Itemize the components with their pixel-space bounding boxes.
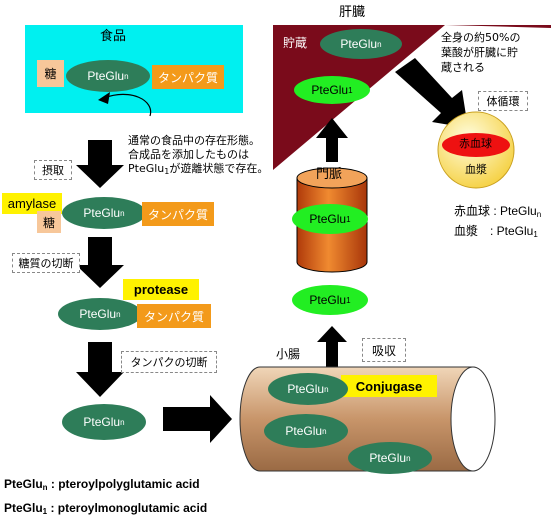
down-arrows bbox=[76, 140, 124, 397]
step1-sugar: 糖 bbox=[37, 211, 61, 233]
step-protein-cleavage-label: タンパクの切断 bbox=[121, 351, 217, 373]
portal-title: 門脈 bbox=[316, 167, 343, 182]
diagonal-arrow bbox=[395, 58, 468, 128]
right-arrow bbox=[163, 395, 232, 443]
food-sugar: 糖 bbox=[37, 60, 64, 87]
amylase-label: amylase bbox=[2, 193, 62, 214]
liver-title: 肝臓 bbox=[339, 5, 366, 20]
food-note: 通常の食品中の存在形態。 合成品を添加したものは PteGlu1が遊離状態で存在… bbox=[128, 134, 269, 176]
food-protein: タンパク質 bbox=[152, 65, 224, 89]
rbc-label: 赤血球 bbox=[459, 137, 492, 150]
liver-note: 全身の約50%の 葉酸が肝臓に貯 蔵される bbox=[441, 31, 521, 74]
legend-item: PteGlun : pteroylpolyglutamic acid bbox=[4, 477, 200, 492]
step-sugar-cleavage-label: 糖質の切断 bbox=[12, 253, 80, 273]
plasma-label: 血漿 bbox=[465, 163, 487, 176]
liver-storage-label: 貯蔵 bbox=[283, 36, 308, 50]
absorption-label: 吸収 bbox=[362, 338, 406, 362]
step2-protein: タンパク質 bbox=[137, 304, 211, 328]
intestine-title: 小腸 bbox=[276, 347, 301, 361]
blood-forms: 赤血球 : PteGlun 血漿 : PteGlu1 bbox=[454, 204, 542, 239]
circulation-label: 体循環 bbox=[478, 91, 528, 111]
step1-protein: タンパク質 bbox=[142, 202, 214, 226]
legend: PteGlun : pteroylpolyglutamic acid PteGl… bbox=[4, 474, 207, 522]
legend-item: PteGlu1 : pteroylmonoglutamic acid bbox=[4, 501, 208, 516]
conjugase-label: Conjugase bbox=[341, 375, 437, 397]
curved-pointer bbox=[103, 93, 152, 117]
up-arrows bbox=[316, 118, 348, 368]
food-title: 食品 bbox=[100, 29, 127, 44]
step-ingestion-label: 摂取 bbox=[34, 160, 72, 180]
protease-label: protease bbox=[123, 279, 199, 300]
portal-top bbox=[296, 167, 368, 189]
rbc-band bbox=[442, 133, 510, 157]
